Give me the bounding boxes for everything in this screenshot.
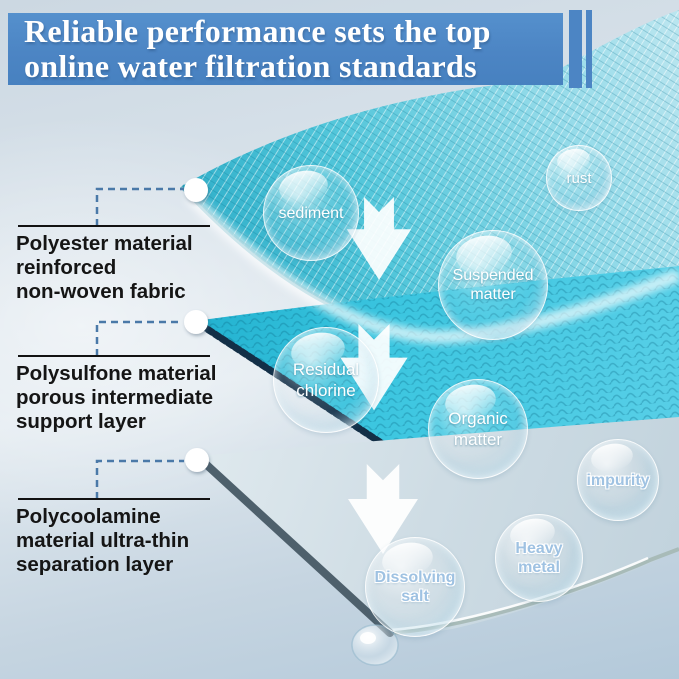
anchor-dot-icon [185,448,209,472]
label-polyester-layer: Polyester material reinforced non-woven … [16,225,248,304]
bubble-label: Heavy [515,540,563,557]
label-text: support layer [16,410,146,433]
bubble-label: matter [470,286,516,303]
callout-connectors [95,187,184,499]
banner-accent-bar [586,10,592,88]
label-text: material ultra-thin [16,529,190,552]
water-droplet [351,624,399,666]
bubble-label: impurity [586,471,650,489]
bubble-rust: rust [546,145,612,211]
bubble-label: Organic [448,409,508,428]
label-text: reinforced [16,256,117,279]
label-text: Polyester material [16,232,193,255]
bubble-label: metal [518,559,560,576]
label-polycoolamine-layer: Polycoolamine material ultra-thin separa… [16,498,248,577]
connector-line [95,459,184,499]
separation-layer-dark-edge [193,452,394,637]
connector-line [95,320,183,356]
label-text: porous intermediate [16,386,214,409]
bubble-heavy-metal: Heavy metal [495,514,583,602]
bubble-label: matter [453,430,503,449]
anchor-dot-icon [184,178,208,202]
bubble-suspended-matter: Suspended matter [438,230,548,340]
bubble-impurity: impurity [577,439,659,521]
bubble-label: Residual [292,360,360,379]
label-text: non-woven fabric [16,280,186,303]
label-text: Polycoolamine [16,505,161,528]
title-line-1: Reliable performance sets the top [24,13,491,49]
bubble-label: chlorine [296,381,356,400]
bubble-sediment: sediment [263,165,359,261]
anchor-dots [184,178,209,472]
bubble-label: sediment [278,204,344,222]
bubble-label: Suspended [452,267,534,284]
title-banner: Reliable performance sets the top online… [8,13,563,85]
anchor-dot-icon [184,310,208,334]
label-rule [18,225,210,227]
bubble-label: Dissolving [374,569,456,586]
label-rule [18,498,210,500]
label-polysulfone-layer: Polysulfone material porous intermediate… [16,355,248,434]
title-line-2: online water filtration standards [24,48,477,84]
connector-line [95,187,184,226]
bubble-organic-matter: Organic matter [428,379,528,479]
banner-accent-bar [569,10,582,88]
bubble-residual-chlorine: Residual chlorine [273,327,379,433]
bubble-dissolving-salt: Dissolving salt [365,537,465,637]
bubble-label: rust [566,169,592,187]
bubble-label: salt [401,588,429,605]
mesh-overlap-glow [185,191,679,344]
label-text: Polysulfone material [16,362,217,385]
label-text: separation layer [16,553,174,576]
label-rule [18,355,210,357]
